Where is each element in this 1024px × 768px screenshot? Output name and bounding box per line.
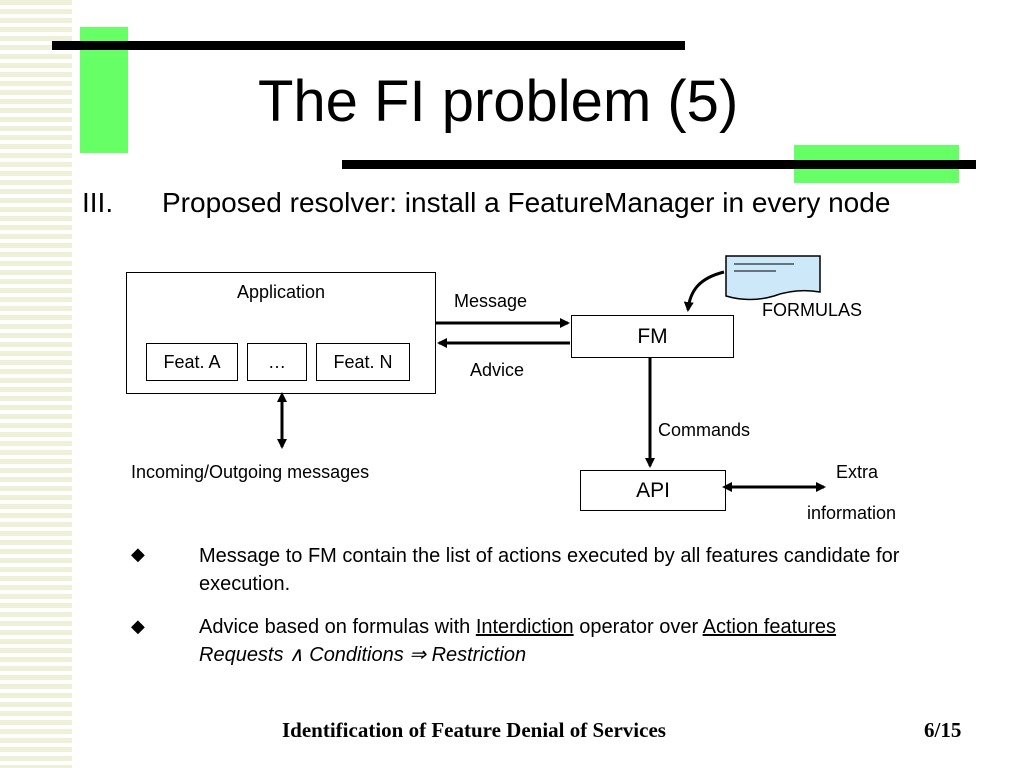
advice-label: Advice [470,360,525,380]
formulas-document-icon [725,255,821,301]
information-label: information [807,503,897,523]
slide-title: The FI problem (5) [258,69,739,134]
bullet-1-text: Message to FM contain the list of action… [199,545,900,595]
title-bar-bottom [342,160,976,169]
bullet-2-text: Advice based on formulas with Interdicti… [199,613,959,669]
interdiction-link: Interdiction [475,616,574,638]
feature-n-box: Feat. N [316,343,410,381]
page-number: 6/15 [924,718,962,742]
extra-label: Extra [836,462,879,482]
bullet-2-prefix: Advice based on formulas with [199,616,476,638]
commands-label: Commands [658,420,751,440]
feature-ellipsis-box: … [247,343,307,381]
fm-box: FM [571,315,734,358]
decorative-stripes [0,0,72,768]
section-number: III. [82,187,114,218]
section-text: Proposed resolver: install a FeatureMana… [162,187,891,218]
application-label: Application [236,282,326,302]
incoming-outgoing-label: Incoming/Outgoing messages [131,462,370,482]
api-box: API [580,470,726,511]
formula-text: Requests ∧ Conditions ⇒ Restriction [199,644,527,666]
feature-a-box: Feat. A [146,343,238,381]
message-label: Message [454,291,528,311]
title-bar-top [52,41,685,50]
bullet-2-middle: operator over [573,616,703,638]
formulas-arrow [683,270,725,312]
bullet-marker-1: ◆ [131,544,145,564]
action-features-link: Action features [702,616,837,638]
bullet-marker-2: ◆ [131,616,145,636]
footer-title: Identification of Feature Denial of Serv… [282,718,666,742]
formulas-label: FORMULAS [762,300,863,320]
